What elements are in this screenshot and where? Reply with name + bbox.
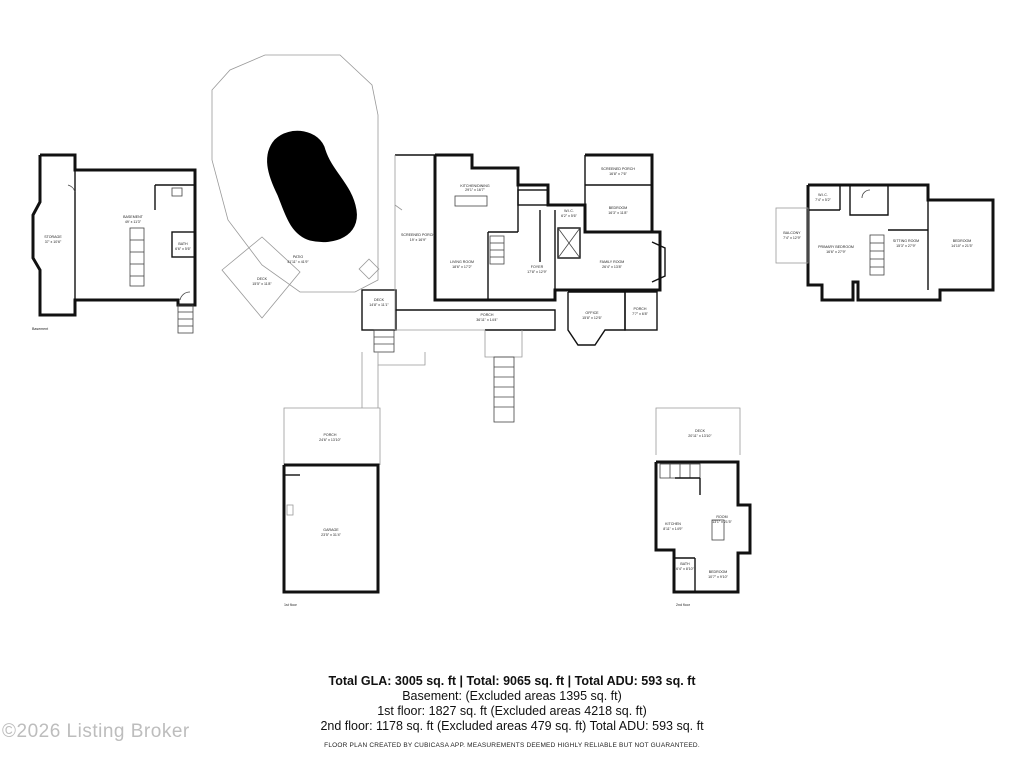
garage-plan [282,407,381,594]
room-label-garage: GARAGE [323,528,339,532]
room-label-adu-deck: DECK [695,429,706,433]
room-size-screened-porch-left: 19' x 16'9" [410,238,427,242]
room-size-deck-mid: 14'8" x 11'1" [369,303,389,307]
room-label-sitting: SITTING ROOM [893,239,919,243]
room-label-foyer: FOYER [531,265,544,269]
room-size-adu-bedroom: 10'7" x 9'10" [708,575,728,579]
room-label-wic-upper: W.I.C. [818,193,828,197]
room-size-family: 26'4" x 13'8" [602,265,622,269]
room-label-kitchen: KITCHEN/DINING [460,184,490,188]
room-size-balcony: 7'4" x 12'9" [783,236,801,240]
room-label-bedroom-1st: BEDROOM [609,206,628,210]
room-size-storage: 37' x 10'6" [45,240,62,244]
room-size-adu-kitchen: 8'11" x 14'9" [663,527,683,531]
room-size-foyer: 17'8" x 12'9" [527,270,547,274]
room-size-patio: 41'11" x 41'9" [287,260,309,264]
area-summary: Total GLA: 3005 sq. ft | Total: 9065 sq.… [0,674,1024,734]
room-size-bedroom-1st: 16'3" x 11'8" [608,211,628,215]
room-label-patio: PATIO [293,255,303,259]
room-label-adu-bath: BATH [680,562,690,566]
listing-watermark: ©2026 Listing Broker [2,721,190,742]
room-size-garage-porch: 24'6" x 13'10" [319,438,341,442]
first-floor-plan [211,54,666,423]
room-size-garage: 23'5" x 31'4" [321,533,341,537]
room-size-primary: 16'6" x 27'9" [826,250,846,254]
room-size-office: 15'8" x 12'6" [582,316,602,320]
room-size-screened-porch-right: 16'8" x 7'6" [609,172,627,176]
room-label-screened-porch-right: SCREENED PORCH [601,167,635,171]
room-size-porch-front: 36'11" x 14'4" [476,318,498,322]
total-gla-line: Total GLA: 3005 sq. ft | Total: 9065 sq.… [328,674,696,688]
room-label-basement-bath: BATH [178,242,188,246]
room-label-adu-kitchen: KITCHEN [665,522,681,526]
room-size-basement-bath: 6'6" x 5'6" [175,247,191,251]
level-label-basement: Basement [32,327,48,331]
room-label-deck-left: DECK [257,277,268,281]
room-label-adu-bedroom: BEDROOM [709,570,728,574]
room-label-garage-porch: PORCH [324,433,337,437]
room-label-living: LIVING ROOM [450,260,474,264]
room-size-sitting: 15'3" x 27'9" [896,244,916,248]
room-label-screened-porch-left: SCREENED PORCH [401,233,435,237]
room-size-kitchen: 29'1" x 16'7" [465,188,485,192]
second-floor-plan [775,183,995,302]
first-floor-area-line: 1st floor: 1827 sq. ft (Excluded areas 4… [377,704,647,718]
room-label-office: OFFICE [585,311,599,315]
second-floor-area-line: 2nd floor: 1178 sq. ft (Excluded areas 4… [320,719,704,733]
adu-plan [654,407,752,594]
room-size-wic-upper: 7'4" x 5'2" [815,198,831,202]
room-size-adu-deck: 20'11" x 13'10" [688,434,712,438]
room-label-porch-front: PORCH [481,313,494,317]
room-label-family: FAMILY ROOM [600,260,625,264]
room-label-basement: BASEMENT [123,215,144,219]
room-label-bedroom-upper: BEDROOM [953,239,972,243]
room-label-adu-room: ROOM [716,515,727,519]
basement-area-line: Basement: (Excluded areas 1395 sq. ft) [402,689,622,703]
basement-plan [31,153,197,334]
room-size-porch-small: 7'7" x 6'8" [632,312,648,316]
disclaimer-note: FLOOR PLAN CREATED BY CUBICASA APP. MEAS… [324,742,700,749]
room-label-balcony: BALCONY [783,231,801,235]
room-size-adu-room: 13'1" x 21'5" [712,520,732,524]
room-size-basement: 49' x 11'3" [125,220,142,224]
room-size-bedroom-upper: 14'10" x 21'5" [951,244,973,248]
room-label-wic: W.I.C. [564,209,574,213]
room-label-porch-small: PORCH [634,307,647,311]
room-label-deck-mid: DECK [374,298,385,302]
room-label-storage: STORAGE [44,235,62,239]
room-size-wic: 6'2" x 5'6" [561,214,577,218]
room-size-living: 18'6" x 17'2" [452,265,472,269]
floor-plan: STORAGE 37' x 10'6" BASEMENT 49' x 11'3"… [31,54,995,607]
level-label-first: 1st floor [284,603,298,607]
room-size-deck-left: 15'5" x 11'8" [252,282,272,286]
room-label-primary: PRIMARY BEDROOM [818,245,854,249]
pool-shape [267,130,357,243]
level-label-second: 2nd floor [676,603,691,607]
room-size-adu-bath: 6'4" x 8'10" [676,567,694,571]
